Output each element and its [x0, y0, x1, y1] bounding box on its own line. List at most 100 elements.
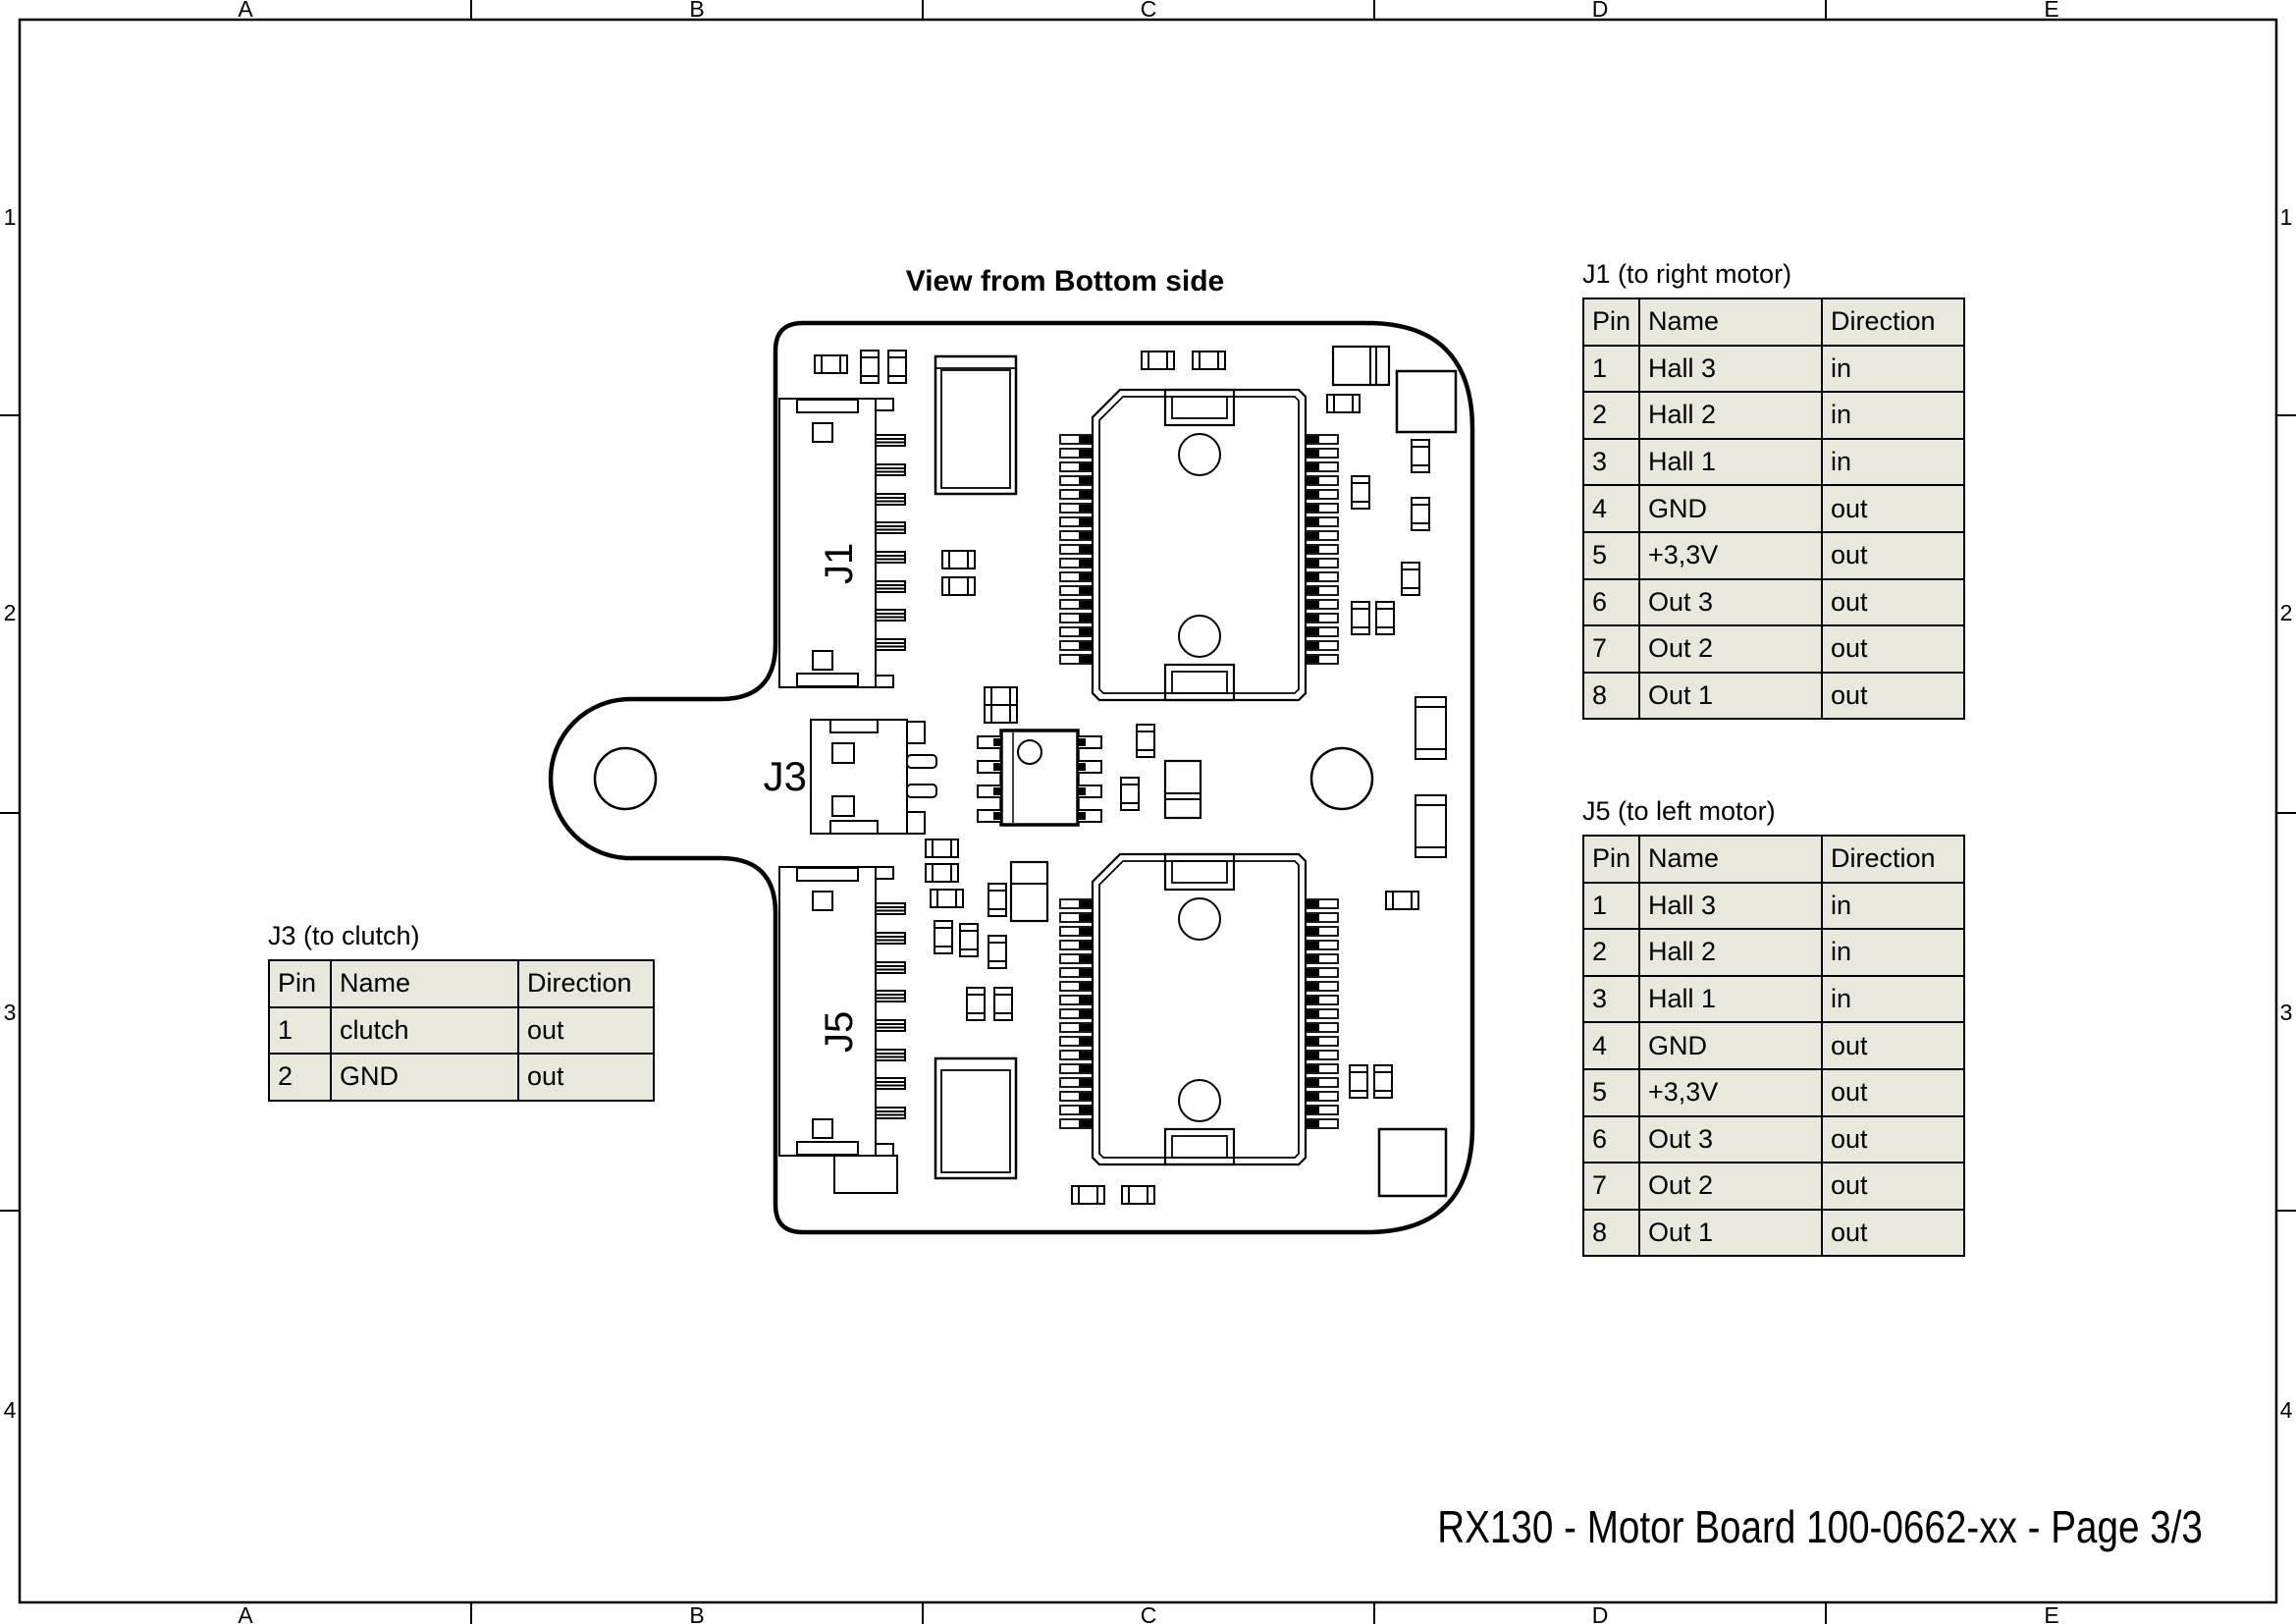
column-header: Name	[1638, 835, 1823, 884]
table-cell: +3,3V	[1638, 530, 1823, 580]
table-cell: 3	[1582, 974, 1640, 1024]
table-cell: 8	[1582, 1208, 1640, 1258]
table-cell: Hall 1	[1638, 974, 1823, 1024]
table-cell: 5	[1582, 530, 1640, 580]
grid-col-label-top: C	[1140, 0, 1157, 22]
table-cell: in	[1821, 344, 1965, 394]
capacitor-large-top	[934, 354, 1018, 496]
capacitor-large-bottom	[934, 1056, 1018, 1180]
document-title: RX130 - Motor Board 100-0662-xx - Page 3…	[1364, 1500, 2203, 1553]
table-cell: Hall 2	[1638, 928, 1823, 977]
table-cell: Out 3	[1638, 1114, 1823, 1164]
table-cell: out	[1821, 577, 1965, 627]
grid-col-label-top: A	[238, 0, 253, 22]
driver-ic-bottom	[1060, 854, 1338, 1164]
pcb-board-outline	[548, 320, 1475, 1235]
column-header: Direction	[1821, 835, 1965, 884]
table-cell: Hall 3	[1638, 881, 1823, 931]
connector-j1: J1	[778, 398, 906, 688]
table-cell: out	[517, 1053, 655, 1102]
table-cell: in	[1821, 437, 1965, 487]
table-cell: out	[1821, 484, 1965, 533]
column-header: Pin	[268, 959, 332, 1008]
grid-row-label-left: 2	[3, 600, 17, 625]
table-cell: out	[1821, 1114, 1965, 1164]
table-cell: out	[1821, 530, 1965, 580]
table-cell: out	[1821, 624, 1965, 674]
grid-col-label-bottom: C	[1140, 1602, 1157, 1624]
table-cell: Out 1	[1638, 1208, 1823, 1258]
table-cell: Hall 1	[1638, 437, 1823, 487]
table-cell: 1	[1582, 344, 1640, 394]
table-cell: 2	[1582, 391, 1640, 440]
connector-j1-label: J1	[818, 543, 861, 584]
table-cell: 2	[268, 1053, 332, 1102]
grid-col-label-top: E	[2044, 0, 2059, 22]
table-cell: GND	[1638, 1021, 1823, 1070]
table-cell: 2	[1582, 928, 1640, 977]
table-cell: clutch	[330, 1005, 519, 1056]
passive-components	[814, 345, 1458, 1205]
grid-col-label-bottom: A	[238, 1602, 253, 1624]
column-header: Name	[330, 959, 519, 1008]
soic8-ic	[977, 729, 1102, 827]
table-cell: 6	[1582, 577, 1640, 627]
table-cell: Hall 3	[1638, 344, 1823, 394]
connector-j3-label: J3	[764, 753, 807, 799]
table-cell: in	[1821, 974, 1965, 1024]
table-cell: 1	[268, 1005, 332, 1056]
grid-row-label-left: 3	[3, 1000, 17, 1025]
table-cell: GND	[1638, 484, 1823, 533]
connector-j3: J3	[764, 719, 937, 835]
table-cell: in	[1821, 881, 1965, 931]
grid-col-label-bottom: E	[2044, 1602, 2059, 1624]
driver-ic-top	[1060, 390, 1338, 700]
column-header: Direction	[517, 959, 655, 1008]
mounting-hole-icon	[593, 746, 658, 811]
table-cell: out	[1821, 1208, 1965, 1258]
table-cell: out	[517, 1005, 655, 1056]
table-cell: out	[1821, 1021, 1965, 1070]
table-cell: 4	[1582, 1021, 1640, 1070]
table-cell: 7	[1582, 1162, 1640, 1211]
table-cell: Out 1	[1638, 671, 1823, 721]
table-cell: out	[1821, 1162, 1965, 1211]
table-cell: Out 2	[1638, 624, 1823, 674]
drawing-title: View from Bottom side	[905, 265, 1225, 298]
table-cell: 3	[1582, 437, 1640, 487]
grid-row-label-right: 1	[2279, 204, 2293, 230]
table-cell: 6	[1582, 1114, 1640, 1164]
table-cell: 4	[1582, 484, 1640, 533]
column-header: Pin	[1582, 298, 1640, 347]
mounting-hole-icon	[1309, 746, 1374, 811]
grid-row-label-right: 3	[2279, 1000, 2293, 1025]
connector-j5-label: J5	[818, 1011, 861, 1053]
grid-row-label-right: 4	[2279, 1397, 2293, 1423]
table-cell: Out 2	[1638, 1162, 1823, 1211]
table-cell: Out 3	[1638, 577, 1823, 627]
table-cell: Hall 2	[1638, 391, 1823, 440]
grid-row-label-left: 1	[3, 204, 17, 230]
